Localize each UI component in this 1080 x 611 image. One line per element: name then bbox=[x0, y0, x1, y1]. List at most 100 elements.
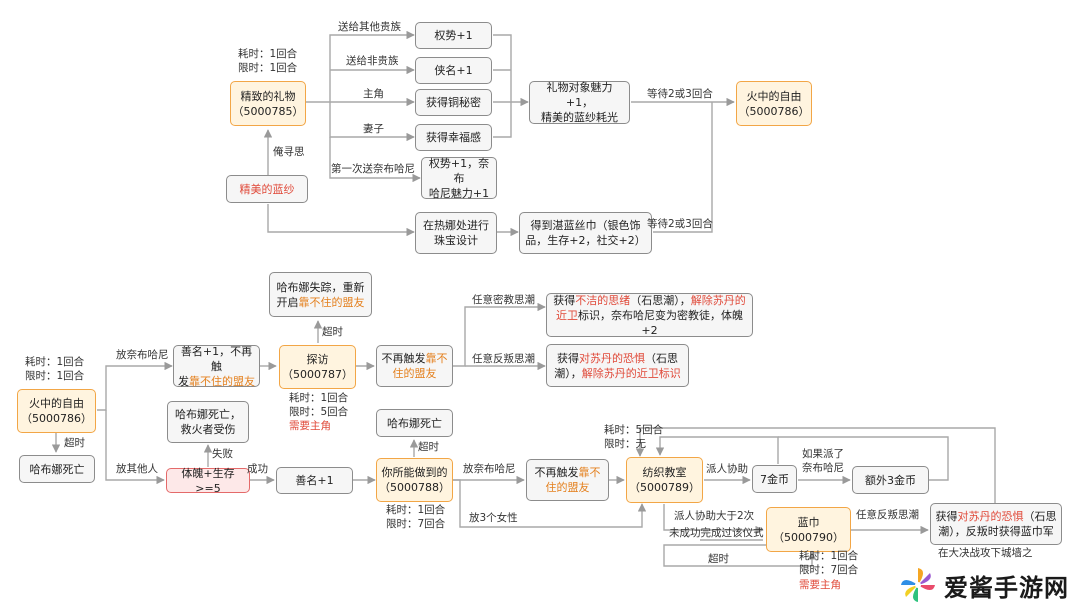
final-wall-note: 在大决战攻下城墙之 bbox=[938, 547, 1033, 559]
node-jewel-design[interactable]: 在热娜处进行 珠宝设计 bbox=[415, 212, 497, 254]
node-title: 善名+1 bbox=[295, 474, 334, 487]
node-id: （5000790） bbox=[773, 530, 844, 544]
node-best-you-can[interactable]: 你所能做到的（5000788） bbox=[376, 458, 453, 502]
edge-label-yanxunsi: 俺寻思 bbox=[273, 146, 305, 158]
node-power-plus1[interactable]: 权势+1 bbox=[415, 22, 492, 49]
node-hanu-dead-2[interactable]: 哈布娜死亡 bbox=[376, 409, 453, 437]
node-title: 获得铜秘密 bbox=[426, 96, 481, 109]
node-text-highlight: 对苏丹的恐惧 bbox=[579, 351, 645, 365]
node-gold-3[interactable]: 额外3金币 bbox=[852, 466, 929, 494]
scarf-cost-label: 耗时：1回合 限时：7回合 bbox=[799, 550, 859, 576]
node-title: 蓝巾 bbox=[797, 515, 820, 529]
church-cost-label: 耗时：5回合 限时：无 bbox=[604, 424, 664, 450]
node-title: 获得幸福感 bbox=[426, 131, 481, 144]
visit-need-protagonist: 需要主角 bbox=[289, 420, 331, 432]
node-title: 礼物对象魅力+1， 精美的蓝纱耗光 bbox=[541, 81, 618, 124]
visit-cost-label: 耗时：1回合 限时：5回合 bbox=[289, 392, 349, 418]
node-title: 火中的自由 bbox=[29, 397, 84, 410]
node-check-body-survival[interactable]: 体魄+生存>=5 bbox=[166, 466, 250, 495]
node-charm-plus1[interactable]: 礼物对象魅力+1， 精美的蓝纱耗光 bbox=[529, 81, 630, 124]
node-text: 善名+1，不再触 发 bbox=[178, 344, 253, 388]
pinwheel-logo-icon bbox=[901, 568, 935, 602]
edge-label-ritual-fail: 未成功完成过该仪式 bbox=[669, 527, 764, 539]
edge-label-wife: 妻子 bbox=[363, 123, 384, 135]
edge-label-timeout-3: 超时 bbox=[418, 441, 439, 453]
node-title: 探访 bbox=[306, 353, 329, 366]
node-text-highlight: 靠不 住的盟友 bbox=[545, 466, 601, 494]
node-azure-scarf[interactable]: 得到湛蓝丝巾（银色饰 品，生存+2，社交+2） bbox=[519, 212, 652, 254]
node-exquisite-gift[interactable]: 精致的礼物（5000785） bbox=[230, 81, 306, 126]
edge-label-timeout-2: 超时 bbox=[322, 326, 343, 338]
node-text-highlight: 靠不住的盟友 bbox=[189, 374, 255, 388]
node-text: 不再触发 bbox=[381, 352, 426, 365]
node-title: 哈布娜死亡 bbox=[29, 462, 85, 476]
node-id: （5000788） bbox=[379, 481, 450, 494]
node-id: （5000789） bbox=[629, 481, 700, 494]
node-text: 获得 bbox=[557, 351, 579, 365]
fire-cost-label: 耗时：1回合 限时：1回合 bbox=[25, 356, 85, 382]
edge-label-wait-2: 等待2或3回合 bbox=[647, 218, 713, 230]
edge-label-assist-gt2: 派人协助大于2次 bbox=[674, 510, 755, 522]
edge-label-timeout-4: 超时 bbox=[708, 553, 729, 565]
node-title: 火中的自由 bbox=[746, 89, 802, 103]
edge-label-success: 成功 bbox=[247, 463, 268, 475]
best-cost-label: 耗时：1回合 限时：7回合 bbox=[386, 504, 446, 530]
edge-label-if-sent: 如果派了 奈布哈尼 bbox=[802, 448, 844, 474]
node-title: 纺织教室 bbox=[642, 466, 687, 479]
node-happiness[interactable]: 获得幸福感 bbox=[415, 124, 492, 151]
edge-label-cult: 任意密教思潮 bbox=[472, 294, 535, 306]
watermark-logo: 爱酱手游网 bbox=[898, 562, 1078, 608]
edge-label-other-noble: 送给其他贵族 bbox=[338, 21, 401, 33]
edge-label-assist: 派人协助 bbox=[706, 463, 748, 475]
node-gold-7[interactable]: 7金币 bbox=[752, 465, 797, 493]
node-bronze-secret[interactable]: 获得铜秘密 bbox=[415, 89, 492, 116]
node-cult-result[interactable]: 获得不洁的思绪（石思潮），解除苏丹的 近卫标识，奈布哈尼变为密教徒，体魄+2 bbox=[546, 293, 753, 337]
node-title: 精美的蓝纱 bbox=[239, 182, 295, 196]
node-title: 得到湛蓝丝巾（银色饰 品，生存+2，社交+2） bbox=[525, 219, 646, 247]
node-title: 在热娜处进行 珠宝设计 bbox=[423, 219, 489, 247]
node-no-trigger-ally-2[interactable]: 不再触发靠不 住的盟友 bbox=[526, 459, 609, 501]
node-blue-scarf[interactable]: 蓝巾（5000790） bbox=[766, 507, 851, 552]
node-hanu-missing[interactable]: 哈布娜失踪，重新 开启靠不住的盟友 bbox=[269, 272, 372, 317]
edge-label-wait: 等待2或3回合 bbox=[647, 88, 713, 100]
node-title: 精致的礼物 bbox=[240, 89, 296, 103]
node-id: （5000787） bbox=[282, 368, 353, 381]
node-id: （5000786） bbox=[21, 412, 92, 425]
edge-label-timeout: 超时 bbox=[64, 437, 85, 449]
node-id: （5000786） bbox=[738, 104, 810, 118]
edge-label-let-nabu-2: 放奈布哈尼 bbox=[463, 463, 516, 475]
node-text: 获得 bbox=[553, 293, 576, 307]
node-text-highlight: 靠不 住的盟友 bbox=[392, 352, 448, 380]
node-rebel-result[interactable]: 获得对苏丹的恐惧（石思 潮），解除苏丹的近卫标识 bbox=[546, 344, 689, 387]
watermark-text: 爱酱手游网 bbox=[944, 573, 1069, 602]
node-text: （石思潮）， bbox=[630, 293, 691, 307]
node-hanu-dead-injured[interactable]: 哈布娜死亡， 救火者受伤 bbox=[167, 401, 249, 443]
node-text-highlight: 解除苏丹的 近卫 bbox=[556, 293, 746, 322]
node-power-charm[interactable]: 权势+1，奈布 哈尼魅力+1 bbox=[421, 157, 497, 200]
edge-label-fail: 失败 bbox=[212, 448, 233, 460]
node-freedom-in-fire[interactable]: 火中的自由（5000786） bbox=[736, 81, 812, 126]
node-freedom-in-fire-2[interactable]: 火中的自由 （5000786） bbox=[17, 389, 96, 433]
edge-label-let-others: 放其他人 bbox=[116, 463, 158, 475]
node-kindness-no-ally[interactable]: 善名+1，不再触 发靠不住的盟友 bbox=[173, 344, 260, 388]
node-title: 体魄+生存>=5 bbox=[181, 466, 235, 495]
node-title: 额外3金币 bbox=[865, 473, 916, 487]
node-title: 7金币 bbox=[760, 472, 789, 486]
edge-label-rebel-2: 任意反叛思潮 bbox=[856, 509, 919, 521]
node-weaving-church[interactable]: 纺织教室 （5000789） bbox=[626, 457, 703, 503]
node-kindness-plus1[interactable]: 善名+1 bbox=[276, 467, 353, 494]
node-blue-gauze[interactable]: 精美的蓝纱 bbox=[226, 175, 308, 203]
node-title: 权势+1 bbox=[434, 29, 473, 42]
scarf-need-protagonist: 需要主角 bbox=[799, 579, 841, 591]
node-fear-result[interactable]: 获得对苏丹的恐惧（石思 潮），反叛时获得蓝巾军 bbox=[930, 503, 1062, 545]
node-chivalry-plus1[interactable]: 侠名+1 bbox=[415, 57, 492, 84]
node-text-highlight: 靠不住的盟友 bbox=[298, 295, 365, 309]
node-text: 哈布娜失踪，重新 开启 bbox=[276, 280, 365, 309]
node-text-highlight: 解除苏丹的近卫标识 bbox=[581, 366, 681, 380]
node-visit[interactable]: 探访 （5000787） bbox=[279, 345, 356, 389]
edge-label-let-nabu: 放奈布哈尼 bbox=[116, 349, 169, 361]
edge-label-rebel: 任意反叛思潮 bbox=[472, 353, 535, 365]
node-no-trigger-ally[interactable]: 不再触发靠不 住的盟友 bbox=[376, 345, 453, 387]
node-hanu-dead[interactable]: 哈布娜死亡 bbox=[19, 455, 95, 483]
